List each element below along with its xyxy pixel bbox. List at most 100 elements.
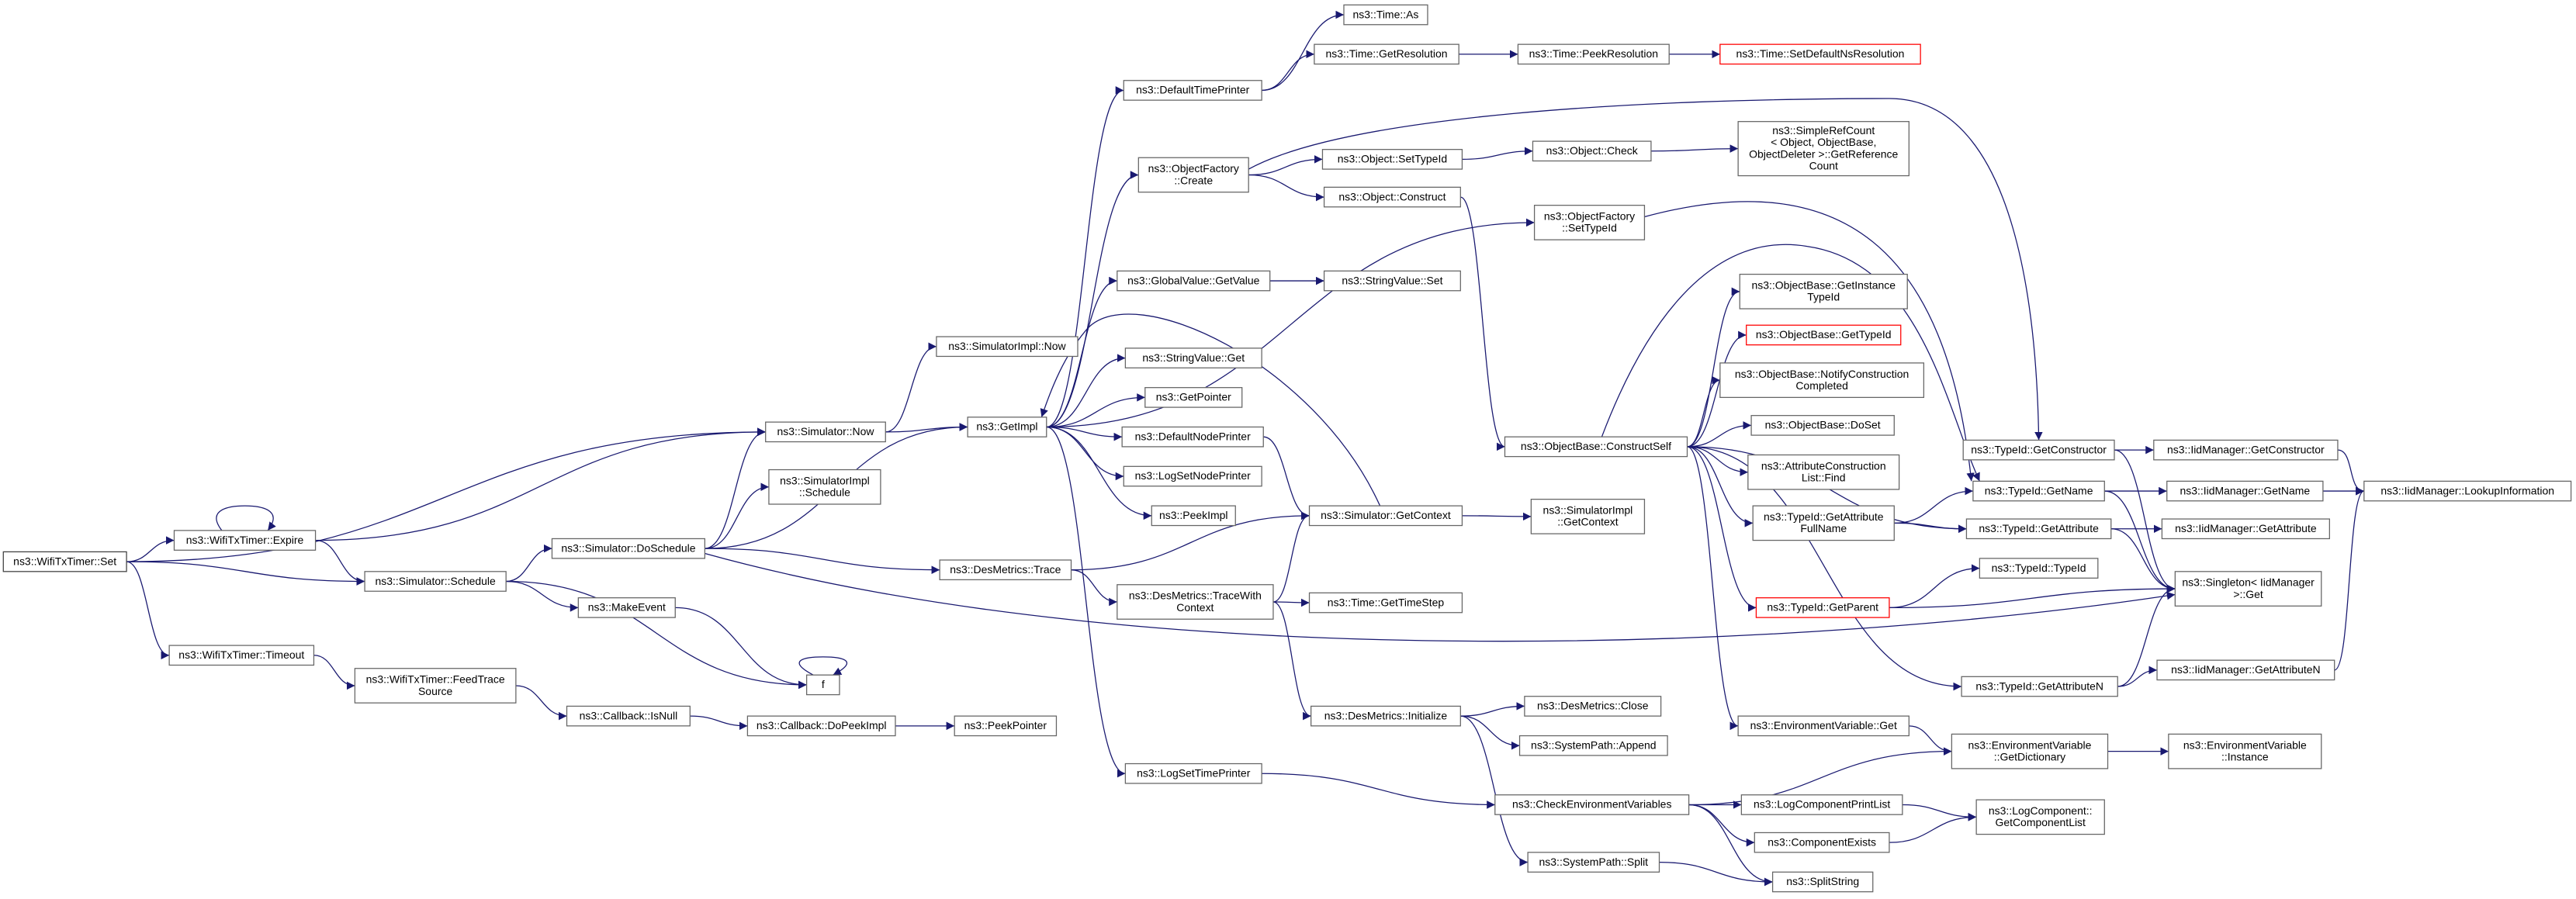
node-box[interactable] [1321,149,1463,170]
node-box[interactable] [1962,439,2115,461]
node-typeid-getconstructor[interactable]: ns3::TypeId::GetConstructor [1962,439,2115,461]
node-box[interactable] [2156,659,2335,681]
node-box[interactable] [2161,518,2330,540]
node-box[interactable] [1533,205,1646,240]
node-environmentvariable-get[interactable]: ns3::EnvironmentVariable::Get [1737,715,1909,737]
node-box[interactable] [1746,324,1902,346]
node-box[interactable] [1323,186,1461,208]
node-box[interactable] [768,469,881,505]
node-box[interactable] [954,715,1058,737]
node-systempath-append[interactable]: ns3::SystemPath::Append [1518,735,1668,756]
node-box[interactable] [168,645,315,666]
node-box[interactable] [1951,733,2109,769]
node-simplerefcount-object-objectbase-objectdeleter-getreference-count[interactable]: ns3::SimpleRefCount< Object, ObjectBase,… [1737,121,1909,177]
node-getpointer[interactable]: ns3::GetPointer [1144,387,1243,408]
node-objectfactory-create[interactable]: ns3::ObjectFactory::Create [1137,157,1249,193]
node-time-peekresolution[interactable]: ns3::Time::PeekResolution [1517,43,1670,65]
node-box[interactable] [1121,426,1264,448]
node-object-construct[interactable]: ns3::Object::Construct [1323,186,1461,208]
node-simulatorimpl-now[interactable]: ns3::SimulatorImpl::Now [936,336,1079,358]
node-box[interactable] [1518,735,1668,756]
node-box[interactable] [1144,387,1243,408]
node-makeevent[interactable]: ns3::MakeEvent [577,597,676,618]
node-box[interactable] [1117,270,1271,292]
node-box[interactable] [1771,871,1874,893]
node-box[interactable] [1517,43,1670,65]
node-box[interactable] [1719,362,1925,399]
node-box[interactable] [1737,715,1909,737]
node-box[interactable] [1719,43,1921,65]
node-time-getresolution[interactable]: ns3::Time::GetResolution [1314,43,1459,65]
node-wifitxtimer-expire[interactable]: ns3::WifiTxTimer::Expire [173,530,317,551]
node-time-setdefaultnsresolution[interactable]: ns3::Time::SetDefaultNsResolution [1719,43,1921,65]
node-object-check[interactable]: ns3::Object::Check [1532,140,1652,162]
node-box[interactable] [1123,465,1262,487]
node-objectbase-gettypeid[interactable]: ns3::ObjectBase::GetTypeId [1746,324,1902,346]
node-componentexists[interactable]: ns3::ComponentExists [1754,832,1890,853]
node-box[interactable] [1137,157,1249,193]
node-checkenvironmentvariables[interactable]: ns3::CheckEnvironmentVariables [1494,794,1690,815]
node-time-gettimestep[interactable]: ns3::Time::GetTimeStep [1308,592,1463,614]
node-box[interactable] [1124,762,1262,784]
node-box[interactable] [1323,270,1461,292]
node-stringvalue-set[interactable]: ns3::StringValue::Set [1323,270,1461,292]
node-objectbase-constructself[interactable]: ns3::ObjectBase::ConstructSelf [1504,436,1688,458]
node-box[interactable] [2,551,127,572]
node-box[interactable] [1737,121,1909,177]
node-box[interactable] [1532,140,1652,162]
node-defaultnodeprinter[interactable]: ns3::DefaultNodePrinter [1121,426,1264,448]
node-iidmanager-getattribute[interactable]: ns3::IidManager::GetAttribute [2161,518,2330,540]
node-iidmanager-getname[interactable]: ns3::IidManager::GetName [2166,480,2324,502]
node-wifitxtimer-timeout[interactable]: ns3::WifiTxTimer::Timeout [168,645,315,666]
node-logcomponent-getcomponentlist[interactable]: ns3::LogComponent::GetComponentList [1975,799,2105,835]
node-box[interactable] [1527,852,1660,873]
node-box[interactable] [1739,273,1908,309]
node-box[interactable] [967,417,1047,437]
node-box[interactable] [2166,480,2324,502]
node-singleton-iidmanager-get[interactable]: ns3::Singleton< IidManager>::Get [2174,571,2322,607]
node-box[interactable] [2174,571,2322,607]
node-box[interactable] [2168,733,2322,769]
node-box[interactable] [1975,799,2105,835]
node-box[interactable] [1124,347,1262,368]
node-box[interactable] [1123,80,1262,101]
node-logsettimeprinter[interactable]: ns3::LogSetTimePrinter [1124,762,1262,784]
node-getimpl[interactable]: ns3::GetImpl [967,417,1047,437]
node-box[interactable] [936,336,1079,358]
node-callback-isnull[interactable]: ns3::Callback::IsNull [566,705,691,727]
node-typeid-getattributen[interactable]: ns3::TypeId::GetAttributeN [1961,676,2118,697]
node-box[interactable] [1308,505,1463,527]
node-box[interactable] [1961,676,2118,697]
node-typeid-getparent[interactable]: ns3::TypeId::GetParent [1755,597,1890,618]
node-box[interactable] [1979,558,2099,579]
node-iidmanager-lookupinformation[interactable]: ns3::IidManager::LookupInformation [2363,480,2572,502]
node-box[interactable] [1747,454,1900,490]
node-logcomponentprintlist[interactable]: ns3::LogComponentPrintList [1740,794,1903,815]
node-logsetnodeprinter[interactable]: ns3::LogSetNodePrinter [1123,465,1262,487]
node-simulator-now[interactable]: ns3::Simulator::Now [765,421,886,443]
node-box[interactable] [577,597,676,618]
node-environmentvariable-getdictionary[interactable]: ns3::EnvironmentVariable::GetDictionary [1951,733,2109,769]
node-objectbase-doset[interactable]: ns3::ObjectBase::DoSet [1750,415,1895,436]
node-box[interactable] [1314,43,1459,65]
node-simulator-getcontext[interactable]: ns3::Simulator::GetContext [1308,505,1463,527]
node-box[interactable] [364,571,507,592]
node-box[interactable] [2363,480,2572,502]
node-stringvalue-get[interactable]: ns3::StringValue::Get [1124,347,1262,368]
node-box[interactable] [1752,505,1895,541]
node-box[interactable] [566,705,691,727]
node-typeid-getattribute[interactable]: ns3::TypeId::GetAttribute [1965,518,2112,540]
node-wifitxtimer-set[interactable]: ns3::WifiTxTimer::Set [2,551,127,572]
node-box[interactable] [1504,436,1688,458]
node-box[interactable] [765,421,886,443]
node-object-settypeid[interactable]: ns3::Object::SetTypeId [1321,149,1463,170]
node-box[interactable] [1740,794,1903,815]
node-peekpointer[interactable]: ns3::PeekPointer [954,715,1058,737]
node-box[interactable] [939,559,1072,581]
node-simulator-schedule[interactable]: ns3::Simulator::Schedule [364,571,507,592]
node-splitstring[interactable]: ns3::SplitString [1771,871,1874,893]
